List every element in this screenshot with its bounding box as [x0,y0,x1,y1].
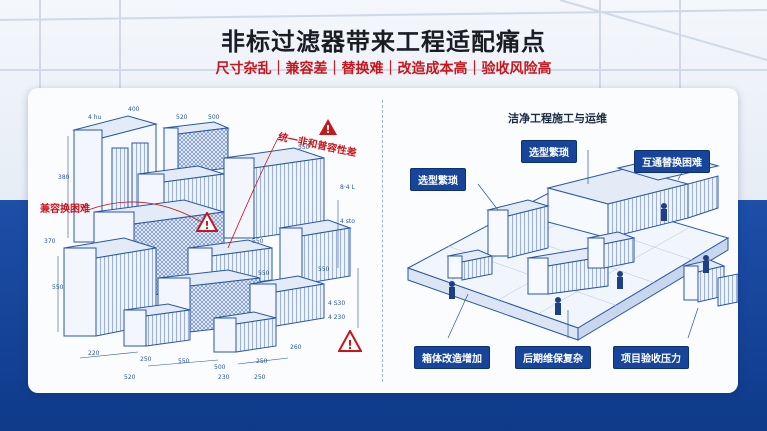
replacement-difficulty-label: 兼容换困难 [40,204,90,215]
dimension-label: 220 [88,350,100,357]
tag-maintenance: 后期维保复杂 [515,346,591,369]
dimension-label: 260 [290,344,302,351]
dimension-label: 520 [124,374,136,381]
dimension-label: 550 [298,144,310,151]
dimension-label: 500 [214,364,226,371]
dimension-label: 550 [178,358,190,365]
cleanroom-illustration [406,150,738,341]
dimension-label: 4 hu [88,114,102,121]
svg-text:!: ! [325,123,330,136]
content-panel: 4 hu 400 520 500 550 380 8·4 L 4 sto 550… [28,88,738,393]
tag-select-top: 选型繁琐 [521,140,577,163]
dimension-label: 550 [252,238,264,245]
svg-text:!: ! [347,338,352,352]
warning-icon: ! [319,119,337,136]
page-subtitle: 尺寸杂乱｜兼容差｜替换难｜改造成本高｜验收风险高 [215,61,552,77]
page-title: 非标过滤器带来工程适配痛点 [221,28,546,56]
warning-icon: ! [196,212,218,232]
dimension-label: 500 [208,114,220,121]
factory-beams-background [0,0,767,90]
dimension-label: 230 [218,374,230,381]
dimension-label: 520 [176,114,188,121]
dimension-label: 4 S30 [328,300,346,307]
dimension-label: 550 [258,270,270,277]
right-section-title: 洁净工程施工与运维 [508,112,607,125]
svg-text:!: ! [204,219,209,232]
tag-select-left: 选型繁琐 [410,168,466,191]
dimension-label: 550 [52,284,64,291]
dimension-label: 250 [140,356,152,363]
warning-icon: ! [338,330,362,352]
dimension-label: 550 [318,266,330,273]
filter-units-illustration [57,115,359,367]
dimension-label: 400 [128,106,140,113]
dimension-label: 370 [44,238,56,245]
dimension-label: 8·4 L [340,184,355,191]
tag-box-modify: 箱体改造增加 [414,346,490,369]
dimension-label: 250 [256,358,268,365]
dimension-label: 4 sto [340,218,355,225]
dimension-label: 250 [254,374,266,381]
tag-interchange: 互通替换困难 [634,150,710,173]
dimension-label: 380 [58,174,70,181]
tag-acceptance: 项目验收压力 [613,346,689,369]
dimension-label: 4 230 [328,314,346,321]
panel-divider [382,100,383,382]
